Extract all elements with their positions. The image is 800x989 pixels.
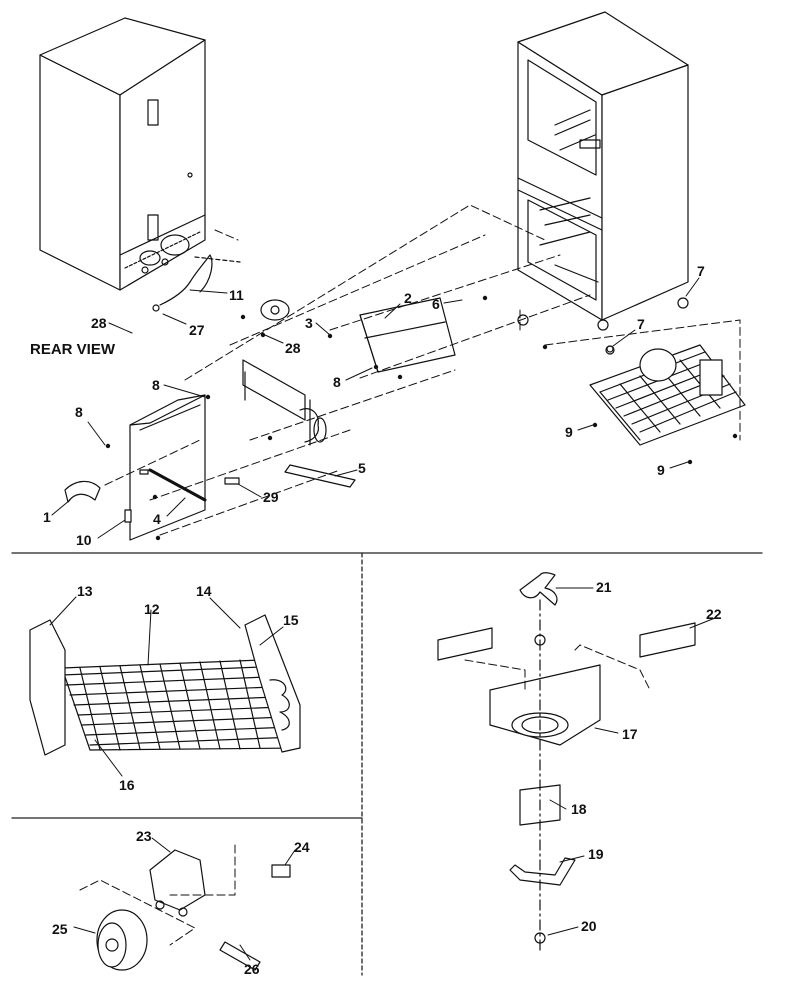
- callout-23: 23: [136, 828, 152, 844]
- callout-19: 19: [588, 846, 604, 862]
- evaporator-cover-assembly: [64, 297, 456, 541]
- callout-21: 21: [596, 579, 612, 595]
- callout-6: 6: [432, 296, 440, 312]
- callout-22: 22: [706, 606, 722, 622]
- callout-13: 13: [77, 583, 93, 599]
- front-cabinet: [517, 11, 689, 331]
- callout-3: 3: [305, 315, 313, 331]
- fastener-dots: [105, 295, 738, 541]
- callout-1: 1: [43, 509, 51, 525]
- callout-14: 14: [196, 583, 212, 599]
- fan-motor-assembly: [437, 572, 696, 951]
- callout-8c: 8: [75, 404, 83, 420]
- callout-7b: 7: [637, 316, 645, 332]
- callout-29: 29: [263, 489, 279, 505]
- callout-20: 20: [581, 918, 597, 934]
- evaporator-coil: [29, 614, 301, 756]
- callout-8b: 8: [333, 374, 341, 390]
- callout-24: 24: [294, 839, 310, 855]
- callout-17: 17: [622, 726, 638, 742]
- callout-26: 26: [244, 961, 260, 977]
- callout-5: 5: [358, 460, 366, 476]
- callout-16: 16: [119, 777, 135, 793]
- callout-9b: 9: [657, 462, 665, 478]
- machine-compartment: [589, 344, 746, 446]
- phantom-lines: [79, 204, 741, 946]
- callout-28b: 28: [285, 340, 301, 356]
- callout-11: 11: [229, 287, 244, 303]
- callout-10: 10: [76, 532, 92, 548]
- rear-view-caption: REAR VIEW: [30, 341, 116, 358]
- leader-lines: [49, 277, 716, 961]
- callout-18: 18: [571, 801, 587, 817]
- callout-7a: 7: [697, 263, 705, 279]
- callout-27: 27: [189, 322, 205, 338]
- callout-4: 4: [153, 511, 161, 527]
- rear-view-cabinet: [39, 17, 241, 312]
- section-dividers: [11, 552, 763, 976]
- callout-8a: 8: [152, 377, 160, 393]
- roller-assembly: [96, 849, 291, 971]
- callout-28a: 28: [91, 315, 107, 331]
- callout-15: 15: [283, 612, 299, 628]
- callout-12: 12: [144, 601, 160, 617]
- callout-9a: 9: [565, 424, 573, 440]
- callout-2: 2: [404, 290, 412, 306]
- callout-25: 25: [52, 921, 68, 937]
